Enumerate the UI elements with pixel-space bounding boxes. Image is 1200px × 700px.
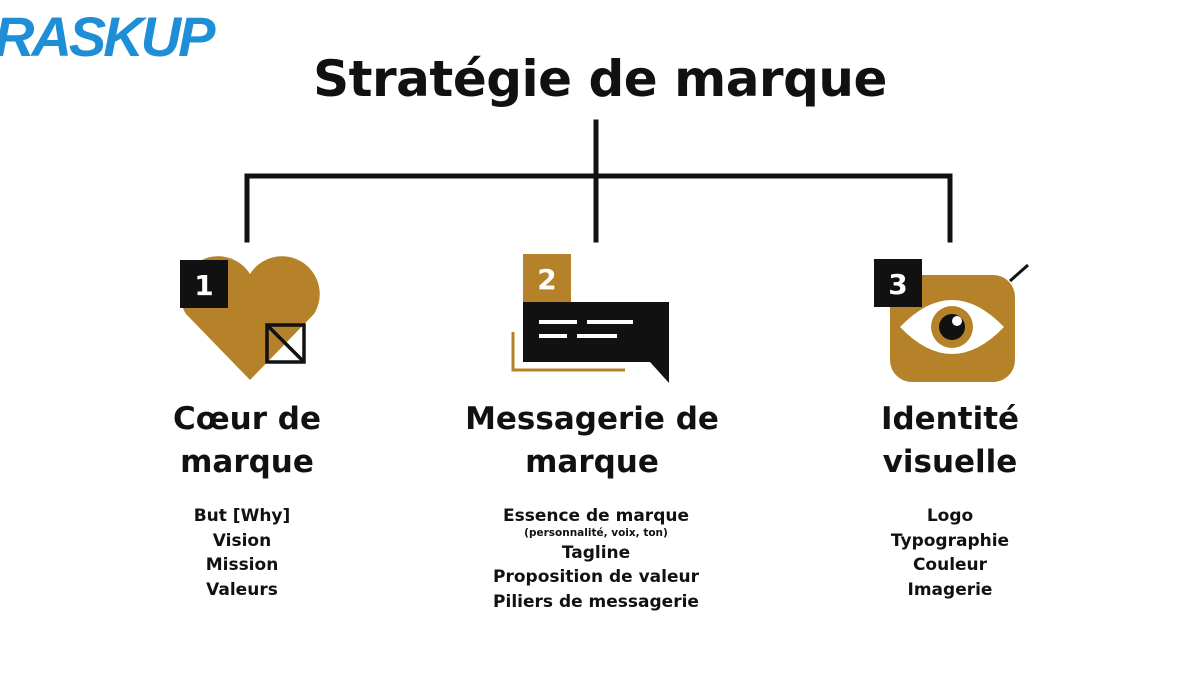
badge-2 (523, 254, 571, 302)
badge-number-2: 2 (537, 263, 556, 296)
badge-3 (874, 259, 922, 307)
column-2-heading-line2: marque (525, 444, 659, 480)
list-item: But [Why] (193, 506, 291, 526)
column-2-heading-line1: Messagerie de (465, 401, 719, 437)
column-2-heading: Messagerie de marque (442, 398, 742, 484)
list-item-note: (personnalité, voix, ton) (524, 526, 668, 539)
list-item: Vision (212, 530, 272, 551)
column-3-items: Logo Typographie Couleur Imagerie (800, 504, 1100, 602)
heart-icon: 1 (180, 256, 320, 380)
column-3-heading-line2: visuelle (882, 444, 1018, 480)
column-1-heading-line2: marque (180, 444, 314, 480)
checkbox-mark-icon (265, 323, 306, 364)
eye-icon: 3 (874, 259, 1029, 382)
list-item: Logo (926, 506, 974, 526)
list-item: Mission (205, 555, 279, 575)
column-2-items: Essence de marque (personnalité, voix, t… (446, 504, 746, 614)
list-item: Tagline (561, 542, 631, 563)
list-item: Typographie (890, 530, 1010, 551)
column-1-items: But [Why] Vision Mission Valeurs (92, 504, 392, 602)
list-item: Essence de marque (503, 506, 689, 526)
list-item: Valeurs (206, 579, 278, 600)
list-item: Couleur (912, 555, 988, 575)
badge-number-3: 3 (888, 268, 907, 301)
column-1-heading-line1: Cœur de (172, 401, 322, 437)
badge-1 (180, 260, 228, 308)
column-1-heading: Cœur de marque (97, 398, 397, 484)
column-3-heading-line1: Identité (880, 401, 1020, 437)
logo-text: RASKUP (0, 6, 216, 64)
list-item: Proposition de valeur (493, 567, 699, 587)
chat-bubble-icon: 2 (511, 254, 669, 383)
badge-number-1: 1 (194, 269, 213, 302)
page-title: Stratégie de marque (313, 50, 887, 108)
list-item: Imagerie (907, 579, 993, 600)
column-3-heading: Identité visuelle (800, 398, 1100, 484)
raskup-logo: RASKUP (0, 6, 219, 64)
list-item: Piliers de messagerie (493, 591, 699, 612)
